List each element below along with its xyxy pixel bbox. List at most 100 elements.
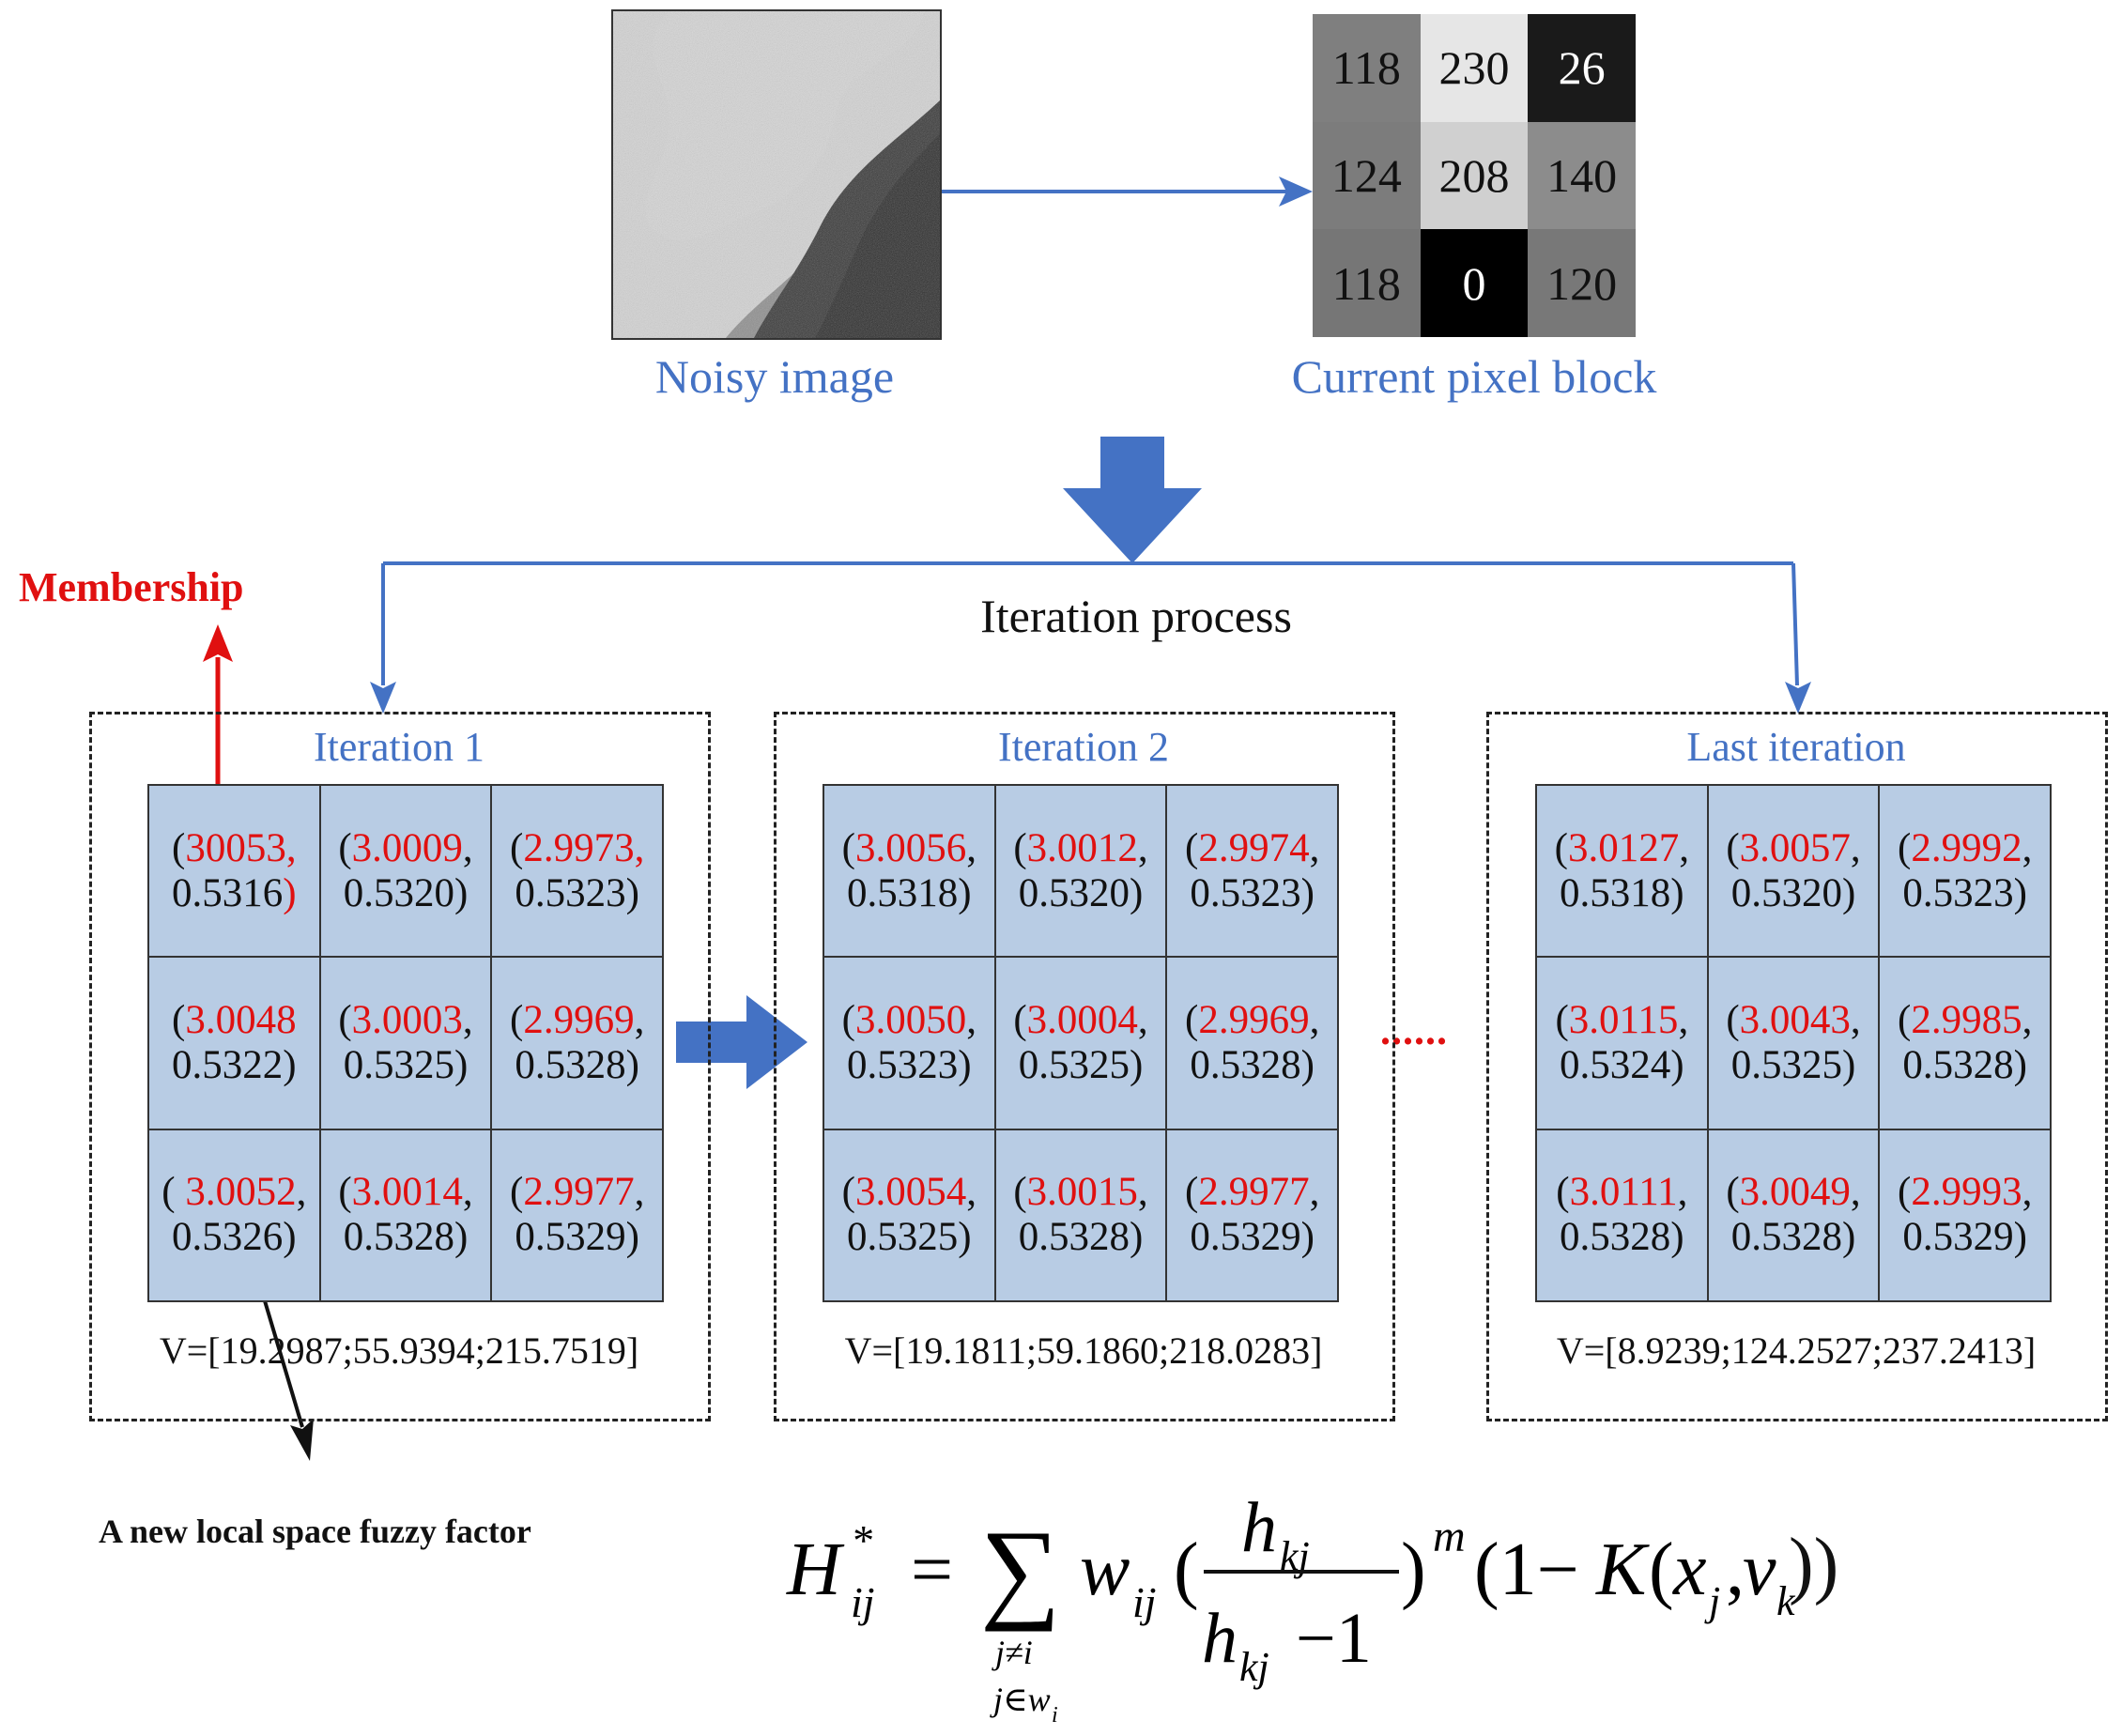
membership-value-line: (3.0056, <box>842 826 976 871</box>
fuzzy-factor-value-line: 0.5329) <box>1190 1215 1315 1260</box>
membership-cell: (2.9992,0.5323) <box>1879 785 2051 958</box>
close-paren: ) <box>2013 870 2027 915</box>
membership-cell: (3.0115,0.5324) <box>1536 957 1708 1129</box>
formula-sum-cond2: j∈w <box>990 1681 1051 1718</box>
fuzzy-factor-value-line: 0.5325) <box>344 1043 469 1088</box>
membership-value: 3.0054 <box>854 1170 967 1215</box>
membership-grid: (30053,0.5316)(3.0009,0.5320)(2.9973,0.5… <box>147 784 664 1302</box>
formula-tail-a: (1− <box>1474 1529 1579 1611</box>
pixel-cell: 118 <box>1313 14 1421 122</box>
open-paren: ( <box>841 825 855 870</box>
membership-value: 2.9969 <box>1198 997 1310 1042</box>
open-paren: ( <box>1898 1170 1912 1215</box>
fuzzy-factor-label: A new local space fuzzy factor <box>99 1513 531 1550</box>
close-paren: ) <box>283 1042 297 1087</box>
noisy-image-graphic <box>613 11 940 338</box>
open-paren: ( <box>1726 825 1740 870</box>
close-paren: ) <box>1300 870 1315 915</box>
fuzzy-factor-value-line: 0.5324) <box>1560 1043 1684 1088</box>
fuzzy-factor-value-line: 0.5323) <box>847 1043 972 1088</box>
membership-value: 2.9974 <box>1198 825 1310 870</box>
formula-exponent: m <box>1433 1512 1466 1561</box>
membership-value: 2.9993 <box>1911 1170 2022 1215</box>
membership-cell: (3.0111,0.5328) <box>1536 1129 1708 1301</box>
formula-kernel: K <box>1595 1529 1650 1611</box>
ellipsis-dots: ...... <box>1380 1007 1448 1053</box>
close-paren: ) <box>2013 1042 2027 1087</box>
membership-value-line: (3.0014, <box>338 1170 472 1215</box>
fuzzy-factor-value: 0.5320 <box>343 870 454 915</box>
fuzzy-factor-value: 0.5323 <box>847 1042 959 1087</box>
fuzzy-factor-value: 0.5328 <box>1190 1042 1301 1087</box>
open-paren: ( <box>1556 1170 1570 1215</box>
close-paren: ) <box>1670 1215 1684 1260</box>
open-paren: ( <box>172 825 186 870</box>
pixel-value: 120 <box>1546 256 1618 310</box>
pixel-value: 140 <box>1546 148 1618 202</box>
fuzzy-factor-value: 0.5320 <box>1018 870 1130 915</box>
membership-value: 30053, <box>185 825 297 870</box>
membership-value: 3.0012 <box>1026 825 1138 870</box>
formula-open-paren: ( <box>1174 1529 1199 1611</box>
formula-denominator-sub: kj <box>1239 1644 1269 1690</box>
open-paren: ( <box>1726 1170 1740 1215</box>
membership-value: 3.0057 <box>1739 825 1851 870</box>
formula-sum-cond2-sub: i <box>1052 1703 1058 1728</box>
membership-cell: (3.0054,0.5325) <box>823 1129 995 1301</box>
membership-value-line: (3.0050, <box>842 998 976 1043</box>
cluster-centers-text: V=[19.1811;59.1860;218.0283] <box>844 1329 1323 1372</box>
close-paren: ) <box>454 870 469 915</box>
close-paren: ) <box>1670 870 1684 915</box>
pixel-block-label: Current pixel block <box>1291 350 1657 403</box>
formula-v-sub: k <box>1776 1578 1796 1624</box>
close-paren: ) <box>283 1215 297 1260</box>
membership-cell: (2.9977,0.5329) <box>1166 1129 1338 1301</box>
membership-value-line: ( 3.0052, <box>161 1170 306 1215</box>
fuzzy-factor-value-line: 0.5318) <box>847 871 972 916</box>
formula-weight: w <box>1080 1529 1130 1611</box>
membership-label: Membership <box>19 564 244 610</box>
fuzzy-factor-value-line: 0.5328) <box>515 1043 639 1088</box>
formula-close-paren: ) <box>1401 1529 1426 1611</box>
membership-cell: (3.0049,0.5328) <box>1707 1129 1880 1301</box>
separator: , <box>634 997 645 1042</box>
fuzzy-factor-value: 0.5318 <box>1560 870 1671 915</box>
fuzzy-factor-value-line: 0.5320) <box>1019 871 1144 916</box>
open-paren: ( <box>338 825 352 870</box>
formula-v: v <box>1743 1529 1776 1611</box>
fuzzy-factor-value: 0.5329 <box>1190 1215 1301 1260</box>
fuzzy-factor-value: 0.5325 <box>343 1042 454 1087</box>
membership-value-line: (3.0127, <box>1555 826 1689 871</box>
membership-cell: (2.9969,0.5328) <box>1166 957 1338 1129</box>
membership-cell: (2.9974,0.5323) <box>1166 785 1338 958</box>
fuzzy-factor-value-line: 0.5328) <box>1019 1215 1144 1260</box>
fuzzy-factor-value-line: 0.5325) <box>1731 1043 1856 1088</box>
membership-value-line: (2.9973, <box>510 826 644 871</box>
close-paren: ) <box>2013 1215 2027 1260</box>
noisy-image <box>611 9 942 340</box>
membership-value-line: (3.0049, <box>1726 1170 1860 1215</box>
pixel-cell: 26 <box>1528 14 1636 122</box>
open-paren: ( <box>338 1170 352 1215</box>
membership-cell: (3.0050,0.5323) <box>823 957 995 1129</box>
pixel-value: 124 <box>1330 148 1402 202</box>
pixel-cell: 124 <box>1313 121 1421 230</box>
close-paren: ) <box>1129 1042 1144 1087</box>
membership-value-line: (3.0048 <box>172 998 297 1043</box>
fuzzy-factor-value: 0.5328 <box>515 1042 626 1087</box>
close-paren: ) <box>625 870 639 915</box>
pixel-cell: 118 <box>1313 229 1421 337</box>
fuzzy-factor-value: 0.5318 <box>847 870 959 915</box>
separator: , <box>1137 825 1148 870</box>
separator: , <box>1309 1170 1320 1215</box>
fuzzy-factor-value: 0.5324 <box>1560 1042 1671 1087</box>
fuzzy-factor-value-line: 0.5328) <box>344 1215 469 1260</box>
membership-grid: (3.0127,0.5318)(3.0057,0.5320)(2.9992,0.… <box>1535 784 2052 1302</box>
open-paren: ( <box>161 1170 186 1215</box>
formula-lhs-sup: * <box>851 1516 872 1564</box>
membership-cell: (3.0012,0.5320) <box>994 785 1167 958</box>
cluster-centers-text: V=[8.9239;124.2527;237.2413] <box>1556 1329 2037 1372</box>
close-paren: ) <box>1670 1042 1684 1087</box>
close-paren: ) <box>1841 870 1856 915</box>
